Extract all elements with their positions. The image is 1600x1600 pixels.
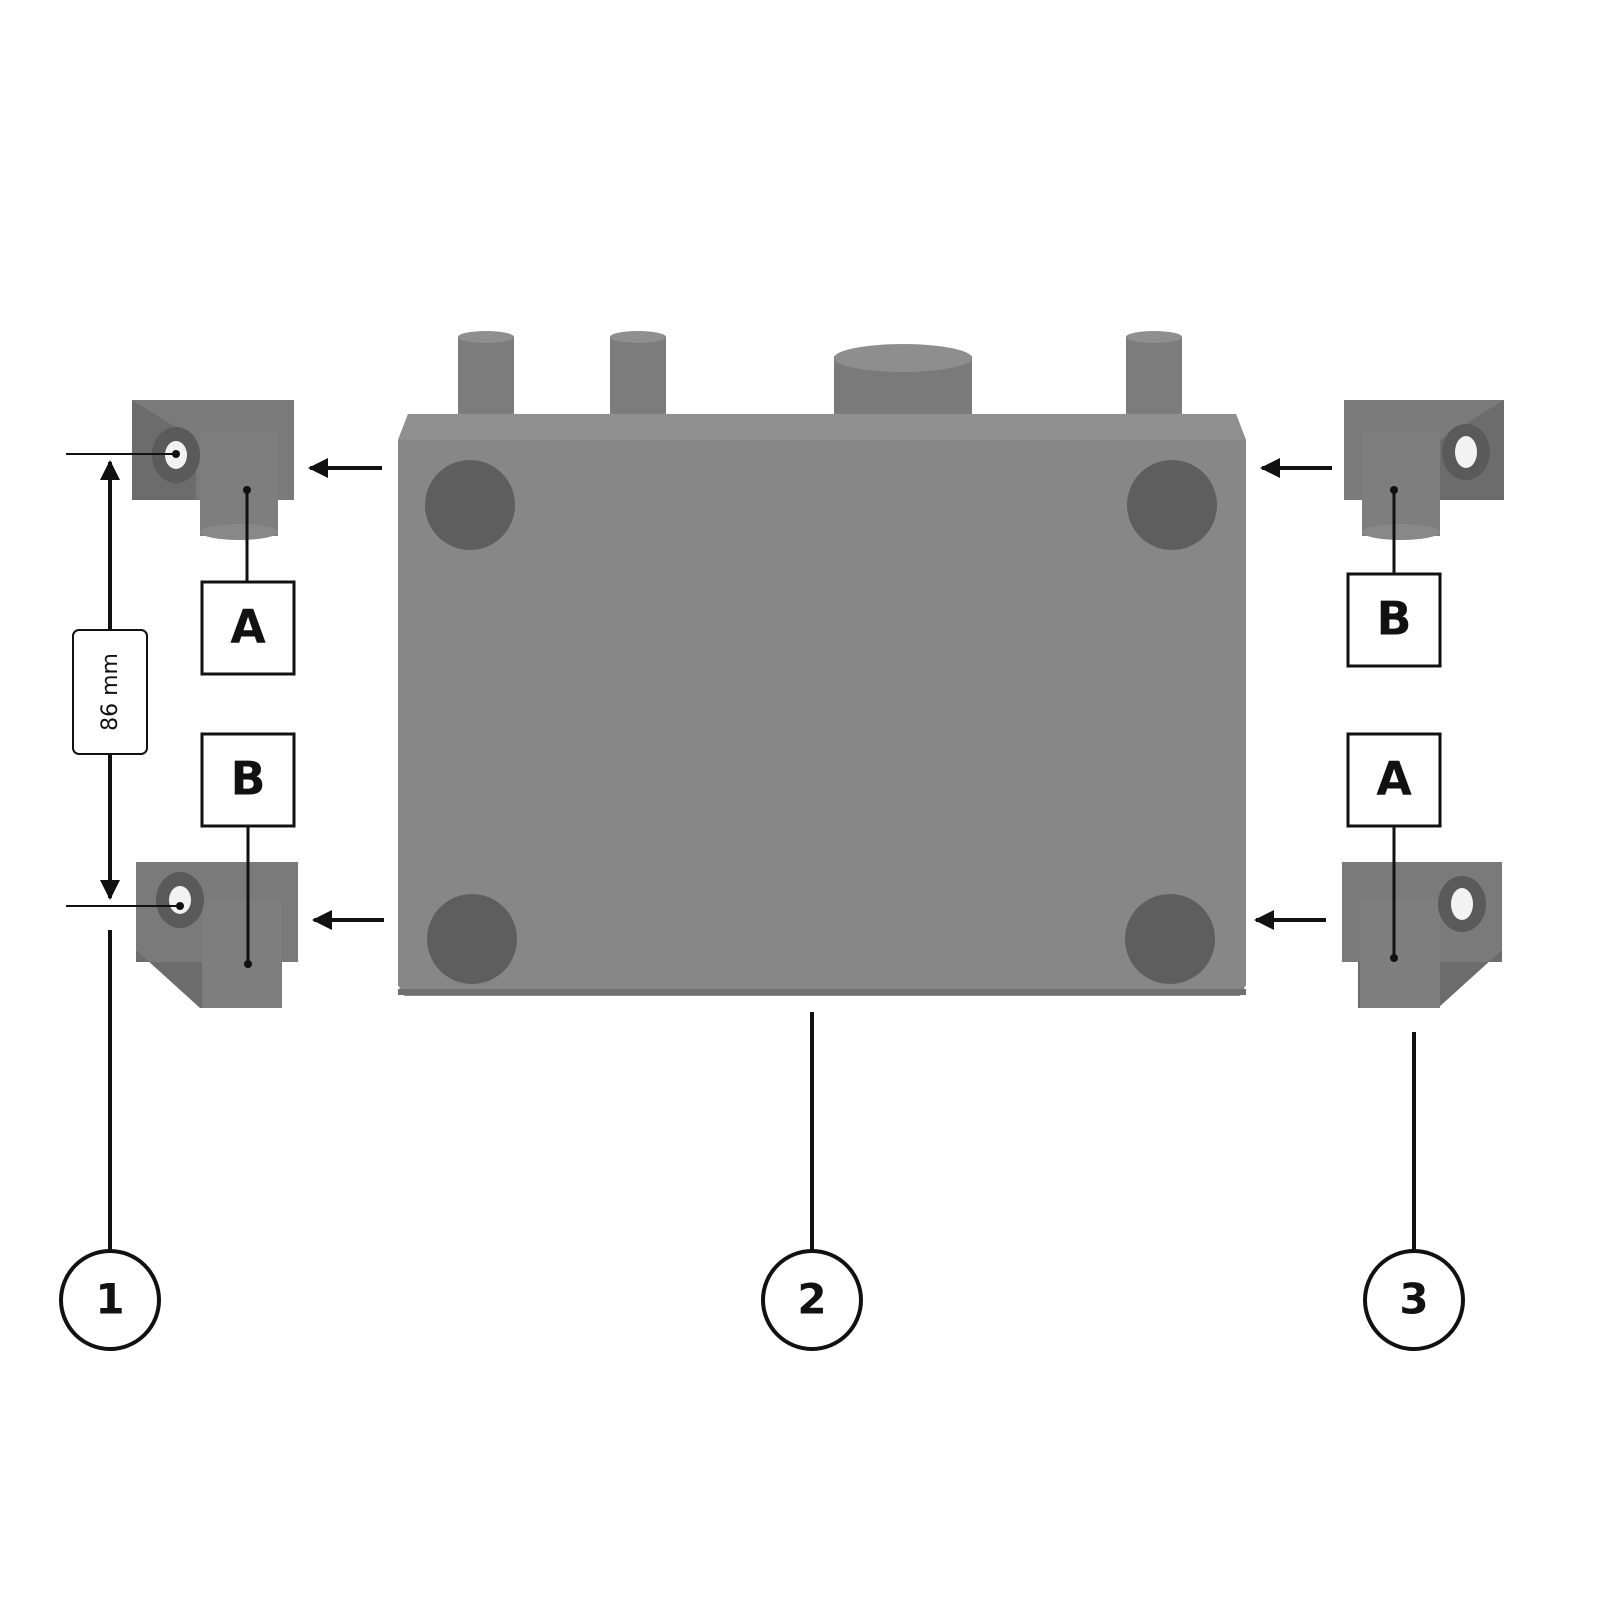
callout-3: 3 [1363,1032,1465,1351]
svg-text:2: 2 [797,1275,826,1324]
bracket-left-top [132,400,294,540]
part-label-right-bottom: A [1346,732,1442,962]
part-label-left-bottom: B [200,732,296,968]
foot-bottom-left [427,894,517,984]
svg-text:A: A [1376,752,1412,806]
insertion-arrows [308,458,1332,930]
part-label-right-top: B [1346,486,1442,668]
dimension-label: 86 mm [98,653,123,731]
dimension-label-box [72,629,148,755]
svg-text:A: A [230,600,266,654]
bracket-left-bottom [136,862,298,1008]
bracket-right-top [1344,400,1504,540]
svg-text:3: 3 [1399,1275,1428,1324]
enclosure-body [398,331,1246,996]
part-label-left-top: A [200,486,296,676]
callout-2: 2 [761,1012,863,1351]
svg-text:B: B [230,752,265,806]
foot-bottom-right [1125,894,1215,984]
foot-top-right [1127,460,1217,550]
bracket-right-bottom [1342,862,1502,1008]
dimension-86mm: 86 mm [66,450,184,910]
svg-text:1: 1 [95,1275,124,1324]
svg-text:B: B [1376,592,1411,646]
top-pegs [458,331,1182,428]
callout-1: 1 [59,930,161,1351]
foot-top-left [425,460,515,550]
